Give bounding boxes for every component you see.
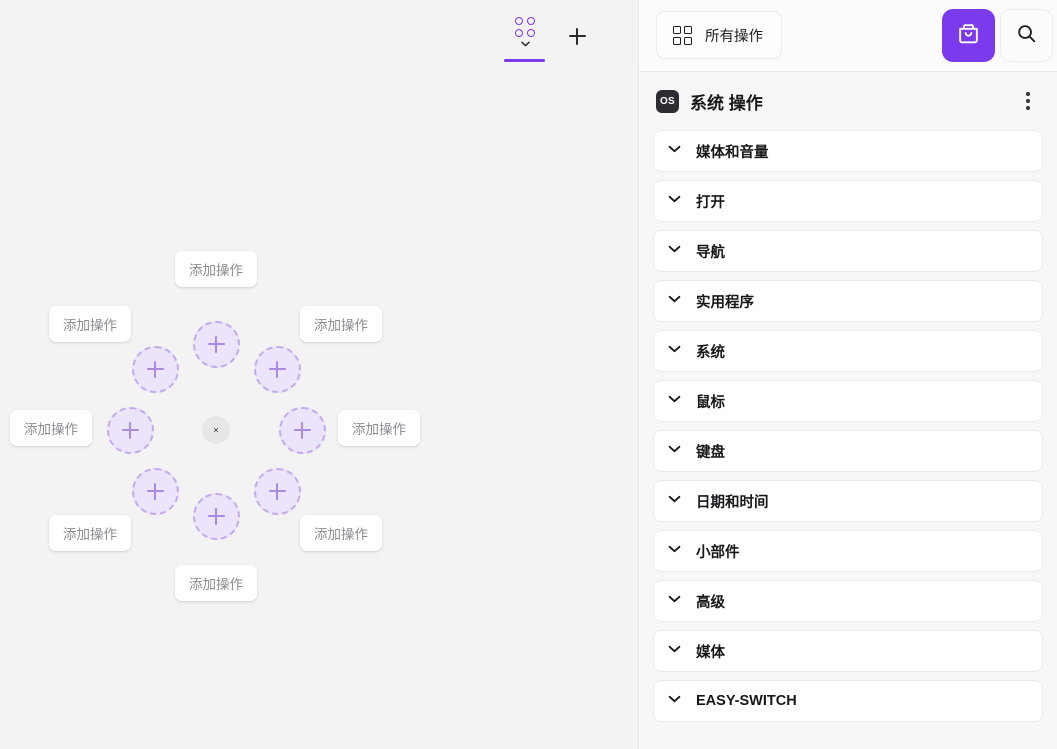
category-label: EASY-SWITCH [696, 693, 797, 709]
radial-slot-5[interactable] [192, 492, 240, 540]
grid-dots-icon [515, 17, 535, 37]
category-row[interactable]: 日期和时间 [653, 480, 1043, 522]
grid-squares-icon [673, 25, 692, 45]
left-toolbar [0, 0, 638, 72]
add-action-label-8[interactable]: 添加操作 [49, 306, 131, 342]
category-list: 媒体和音量打开导航实用程序系统鼠标键盘日期和时间小部件高级媒体 EASY-SWIT… [639, 130, 1057, 722]
category-label: 导航 [696, 244, 725, 261]
radial-slot-3[interactable] [278, 406, 326, 454]
chevron-down-icon [668, 695, 681, 708]
category-label: 媒体 [696, 644, 725, 661]
chevron-down-icon [668, 495, 681, 508]
radial-slot-2[interactable] [253, 345, 301, 393]
radial-slot-8[interactable] [131, 345, 179, 393]
tab-radial-layout[interactable] [505, 14, 545, 62]
radial-slot-6[interactable] [131, 467, 179, 515]
chevron-down-icon [668, 245, 681, 258]
category-label: 打开 [696, 194, 725, 211]
radial-close-button[interactable]: × [202, 416, 230, 444]
category-row[interactable]: 键盘 [653, 430, 1043, 472]
add-action-label-4[interactable]: 添加操作 [300, 515, 382, 551]
category-label: 小部件 [696, 544, 740, 561]
chevron-down-icon [668, 145, 681, 158]
category-row[interactable]: 打开 [653, 180, 1043, 222]
actions-library-panel: 所有操作 [639, 0, 1057, 749]
store-button[interactable] [942, 9, 995, 62]
chevron-down-icon [668, 395, 681, 408]
all-actions-button[interactable]: 所有操作 [656, 11, 782, 59]
category-label: 日期和时间 [696, 494, 769, 511]
library-header: 所有操作 [639, 0, 1057, 72]
category-row[interactable]: 系统 [653, 330, 1043, 372]
chevron-down-icon [668, 645, 681, 658]
add-action-label-3[interactable]: 添加操作 [338, 410, 420, 446]
store-bag-icon [956, 21, 981, 51]
add-action-label-7[interactable]: 添加操作 [10, 410, 92, 446]
kebab-menu-icon[interactable] [1015, 86, 1041, 116]
add-action-label-5[interactable]: 添加操作 [175, 565, 257, 601]
all-actions-label: 所有操作 [705, 28, 763, 45]
category-label: 实用程序 [696, 294, 754, 311]
category-label: 鼠标 [696, 394, 725, 411]
chevron-down-icon [520, 41, 530, 47]
radial-action-menu: × 添加操作添加操作添加操作添加操作添加操作添加操作添加操作添加操作 [10, 251, 420, 601]
section-title: 系统 操作 [690, 93, 763, 113]
category-row[interactable]: 实用程序 [653, 280, 1043, 322]
search-button[interactable] [1000, 9, 1053, 62]
category-row[interactable]: EASY-SWITCH [653, 680, 1043, 722]
add-tab-button[interactable] [563, 22, 591, 50]
search-icon [1016, 23, 1037, 49]
category-row[interactable]: 小部件 [653, 530, 1043, 572]
add-action-label-2[interactable]: 添加操作 [300, 306, 382, 342]
add-action-label-6[interactable]: 添加操作 [49, 515, 131, 551]
radial-slot-1[interactable] [192, 320, 240, 368]
chevron-down-icon [668, 595, 681, 608]
chevron-down-icon [668, 345, 681, 358]
os-badge: OS [656, 89, 679, 113]
category-row[interactable]: 导航 [653, 230, 1043, 272]
category-label: 系统 [696, 344, 725, 361]
category-label: 键盘 [696, 444, 725, 461]
category-label: 高级 [696, 594, 725, 611]
section-header: OS 系统 操作 [639, 72, 1057, 130]
chevron-down-icon [668, 295, 681, 308]
category-label: 媒体和音量 [696, 144, 769, 161]
category-row[interactable]: 媒体 [653, 630, 1043, 672]
radial-slot-4[interactable] [253, 467, 301, 515]
category-row[interactable]: 鼠标 [653, 380, 1043, 422]
chevron-down-icon [668, 195, 681, 208]
category-row[interactable]: 高级 [653, 580, 1043, 622]
add-action-label-1[interactable]: 添加操作 [175, 251, 257, 287]
chevron-down-icon [668, 545, 681, 558]
chevron-down-icon [668, 445, 681, 458]
tab-active-indicator [504, 59, 545, 62]
category-row[interactable]: 媒体和音量 [653, 130, 1043, 172]
radial-editor-panel: × 添加操作添加操作添加操作添加操作添加操作添加操作添加操作添加操作 [0, 0, 639, 749]
radial-slot-7[interactable] [106, 406, 154, 454]
